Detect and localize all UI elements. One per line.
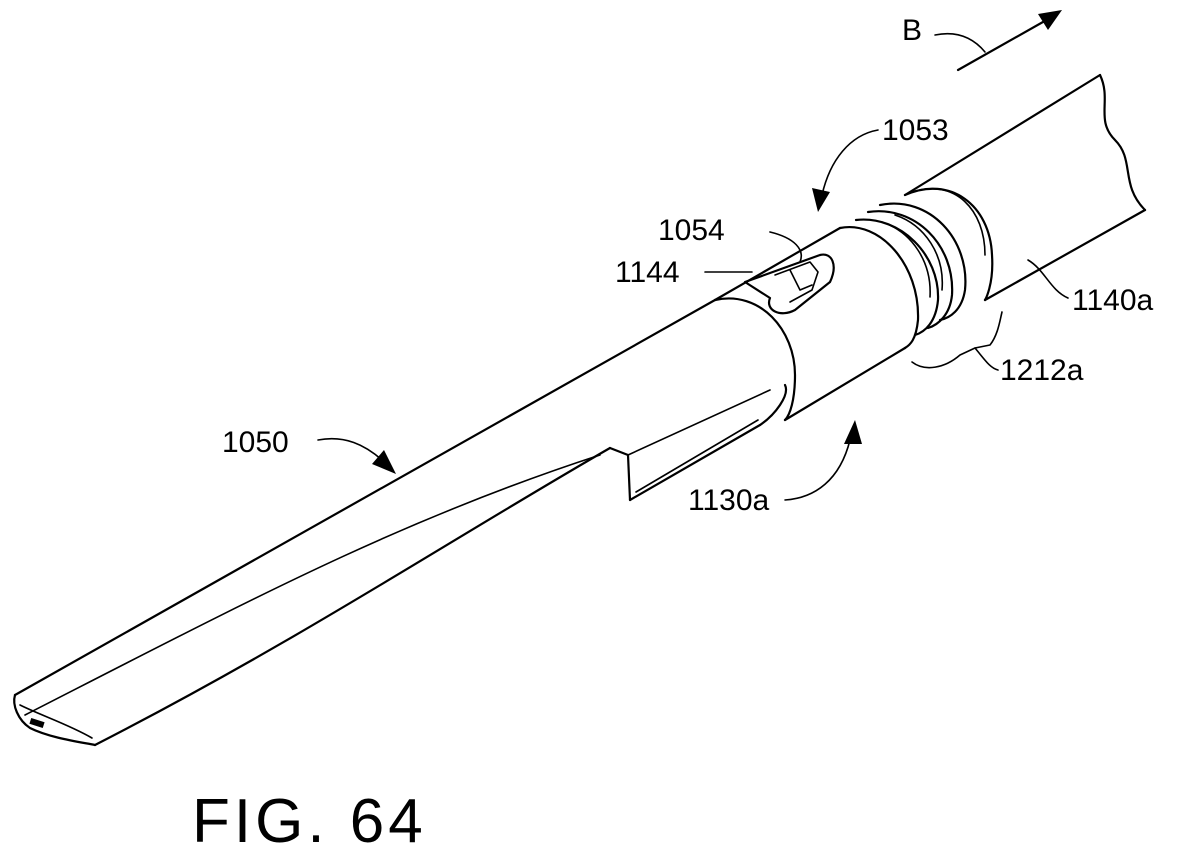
label-1212a: 1212a <box>1000 354 1084 387</box>
label-1054: 1054 <box>658 214 725 247</box>
direction-arrow-b: B <box>902 10 1062 70</box>
label-1053: 1053 <box>882 114 949 147</box>
figure-caption: FIG. 64 <box>192 787 427 850</box>
spring-coils <box>856 204 965 335</box>
label-1130a: 1130a <box>688 484 770 517</box>
label-1144: 1144 <box>615 256 680 289</box>
label-1140a: 1140a <box>1072 284 1154 317</box>
collar-1053 <box>715 227 918 420</box>
label-b: B <box>902 14 922 47</box>
shaft-1050 <box>14 300 786 745</box>
label-1050: 1050 <box>222 426 289 459</box>
